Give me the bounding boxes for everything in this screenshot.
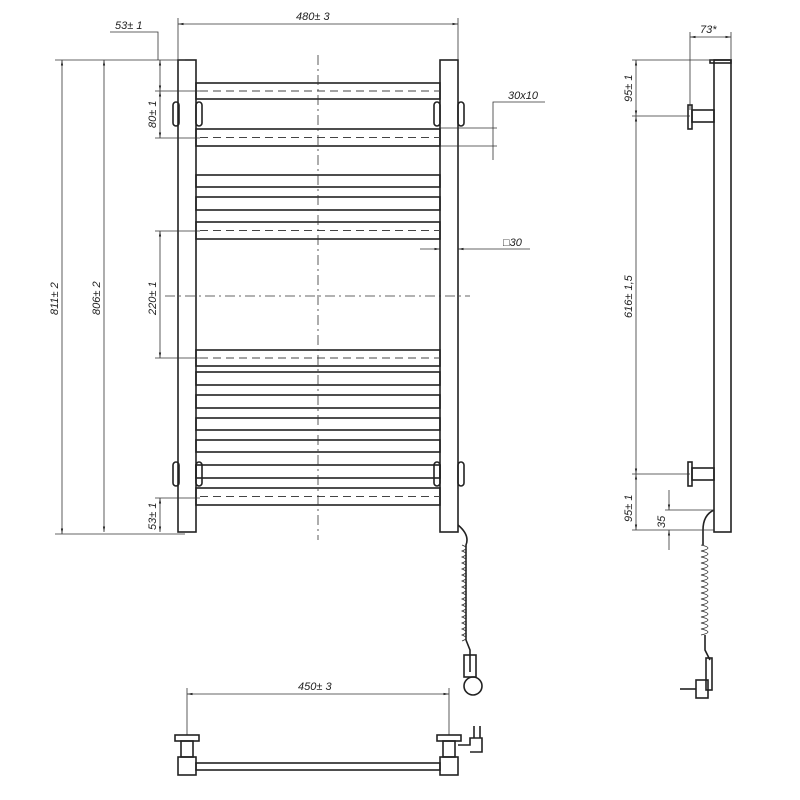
dim-mid-gap: 220± 1 bbox=[147, 281, 159, 316]
dim-first-gap: 80± 1 bbox=[147, 101, 159, 128]
top-view: 450± 3 bbox=[174, 681, 483, 776]
front-view: 480± 3 53± 1 80± 1 30x10 □30 220± 1 811±… bbox=[49, 11, 545, 696]
dim-profile: 30x10 bbox=[508, 90, 539, 102]
dim-total-height: 811± 2 bbox=[49, 282, 61, 315]
side-view: 73* 95± 1 616± 1,5 95± 1 35 bbox=[623, 24, 732, 699]
dim-mount-height: 806± 2 bbox=[91, 281, 103, 315]
dim-width: 480± 3 bbox=[296, 11, 330, 23]
dim-mount-width: 450± 3 bbox=[298, 681, 332, 693]
dim-cable: 35 bbox=[656, 515, 668, 528]
dim-top-bracket: 95± 1 bbox=[623, 75, 635, 102]
dim-bottom-bracket: 95± 1 bbox=[623, 495, 635, 522]
dim-bottom-offset: 53± 1 bbox=[147, 503, 159, 530]
dim-top-offset: 53± 1 bbox=[115, 20, 142, 32]
dim-square: □30 bbox=[503, 237, 523, 249]
dim-bracket-spacing: 616± 1,5 bbox=[623, 274, 635, 318]
dim-depth: 73* bbox=[700, 24, 717, 36]
